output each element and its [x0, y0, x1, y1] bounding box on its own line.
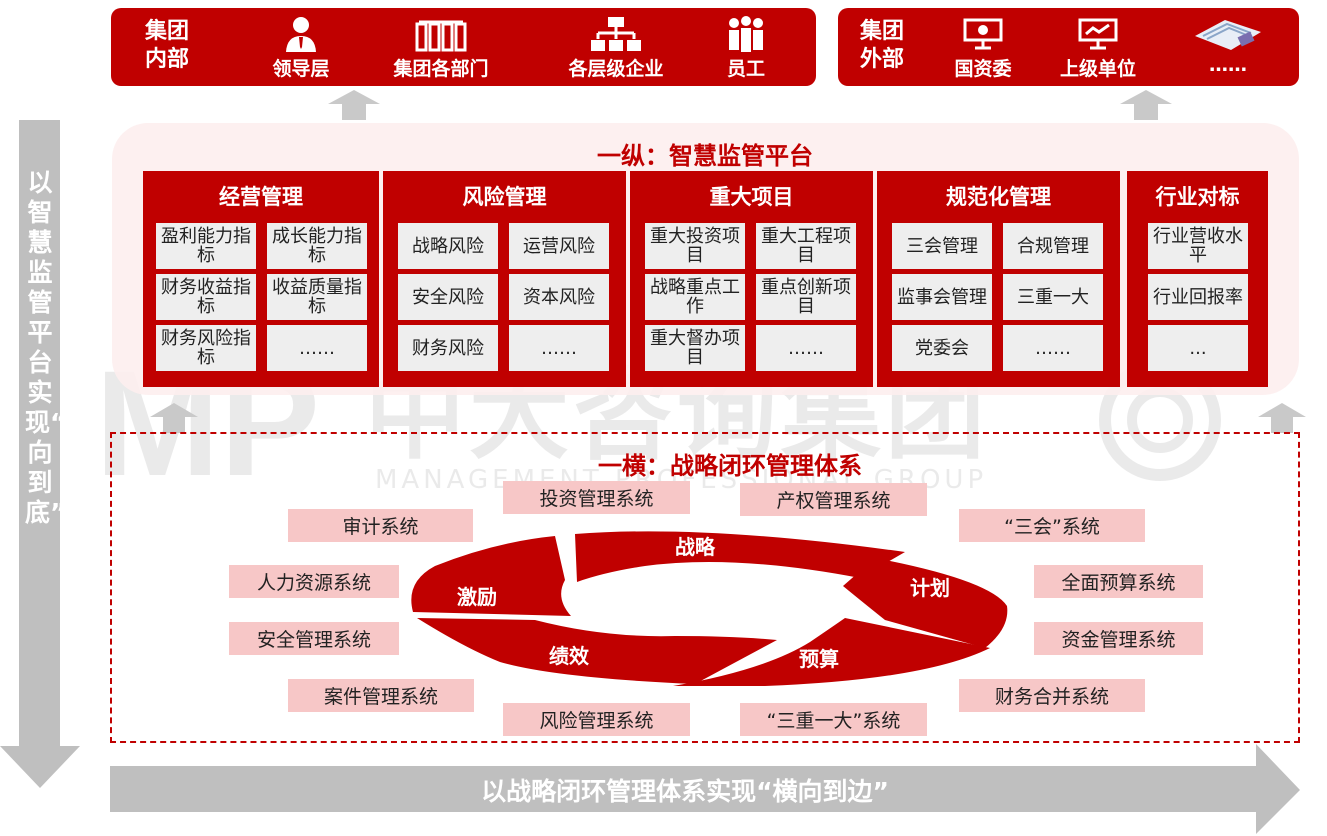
cycle-label-performance: 绩效	[549, 644, 589, 668]
metric-cell: 财务风险	[398, 325, 498, 371]
system-box-investment: 投资管理系统	[503, 481, 690, 514]
metric-cell: 行业回报率	[1148, 274, 1248, 320]
cycle-label-incentive: 激励	[457, 585, 497, 609]
stakeholder-superior-unit: 上级单位	[1043, 14, 1153, 81]
metric-cell: 安全风险	[398, 274, 498, 320]
cycle-segment-plan	[843, 558, 1008, 648]
metric-cell: 财务风险指标	[156, 325, 256, 371]
system-box-consolidation: 财务合并系统	[959, 679, 1145, 712]
metric-cell: 财务收益指标	[156, 274, 256, 320]
horizontal-system-title: 一横：战略闭环管理体系	[598, 452, 862, 480]
metric-cell: 合规管理	[1003, 223, 1103, 269]
system-box-three-meetings: “三会”系统	[959, 509, 1145, 542]
column-risk: 风险管理 战略风险 运营风险 安全风险 资本风险 财务风险 ……	[383, 171, 626, 387]
metric-cell: 战略风险	[398, 223, 498, 269]
cycle-segment-budget	[673, 618, 990, 686]
left-arrow-text: 以智慧监管平台实现“纵向到底”	[25, 168, 92, 527]
up-arrow-icon	[1258, 403, 1306, 433]
metric-cell: 资本风险	[509, 274, 609, 320]
system-box-three-major-one-large: “三重一大”系统	[740, 703, 927, 736]
strategy-cycle-diagram: 战略 计划 预算 绩效 激励	[411, 531, 1008, 686]
metric-cell: 战略重点工作	[645, 274, 745, 320]
horizontal-system-box	[110, 432, 1300, 743]
documents-icon	[1195, 20, 1261, 50]
metric-cell: 三重一大	[1003, 274, 1103, 320]
platform-title: 一纵：智慧监管平台	[597, 142, 813, 170]
metric-cell: 运营风险	[509, 223, 609, 269]
metric-cell: 行业营收水平	[1148, 223, 1248, 269]
column-major-projects: 重大项目 重大投资项目 重大工程项目 战略重点工作 重点创新项目 重大督办项目 …	[630, 171, 873, 387]
metric-cell: 成长能力指标	[267, 223, 367, 269]
stakeholder-sasac: 国资委	[938, 14, 1028, 81]
internal-title: 集团 内部	[144, 19, 189, 72]
metric-cell: ……	[756, 325, 856, 371]
person-icon	[286, 17, 316, 52]
cycle-segment-performance	[417, 618, 777, 684]
cycle-label-budget: 预算	[799, 647, 839, 671]
external-stakeholders-bar: 集团 外部 国资委 上级单位 ……	[838, 8, 1299, 86]
up-arrow-icon	[328, 90, 380, 120]
metric-cell: 盈利能力指标	[156, 223, 256, 269]
internal-stakeholders-bar: 集团 内部 领导层 集团各部门 各层级企业 员工	[111, 8, 816, 86]
presentation-board-icon	[1078, 18, 1118, 50]
metric-cell: ……	[1003, 325, 1103, 371]
metric-cell: 党委会	[892, 325, 992, 371]
metric-cell: ...	[1148, 325, 1248, 371]
cycle-label-plan: 计划	[910, 576, 950, 600]
up-arrow-icon	[1120, 90, 1172, 120]
metric-cell: 三会管理	[892, 223, 992, 269]
system-box-case: 案件管理系统	[288, 679, 474, 712]
left-down-arrow-icon	[0, 120, 80, 788]
metric-cell: ……	[509, 325, 609, 371]
stakeholder-enterprises: 各层级企业	[551, 14, 681, 81]
column-benchmarking: 行业对标 行业营收水平 行业回报率 ...	[1127, 171, 1268, 387]
stakeholder-employees: 员工	[706, 14, 786, 81]
metric-cell: 收益质量指标	[267, 274, 367, 320]
system-box-budget: 全面预算系统	[1034, 565, 1203, 598]
stakeholder-more: ……	[1178, 14, 1278, 76]
presentation-board-icon	[963, 18, 1003, 50]
column-standardized-mgmt: 规范化管理 三会管理 合规管理 监事会管理 三重一大 党委会 ……	[877, 171, 1120, 387]
system-box-treasury: 资金管理系统	[1034, 622, 1203, 655]
stakeholder-leadership: 领导层	[251, 14, 351, 81]
up-arrow-icon	[150, 403, 198, 433]
system-box-risk: 风险管理系统	[503, 703, 690, 736]
departments-icon	[415, 20, 467, 52]
system-box-property-rights: 产权管理系统	[740, 483, 927, 516]
metric-cell: ……	[267, 325, 367, 371]
employees-icon	[729, 16, 763, 52]
cycle-segment-incentive	[411, 536, 571, 616]
metric-cell: 重大投资项目	[645, 223, 745, 269]
system-box-hr: 人力资源系统	[229, 565, 399, 598]
external-title: 集团 外部	[859, 19, 904, 72]
metric-cell: 重点创新项目	[756, 274, 856, 320]
system-box-safety: 安全管理系统	[229, 622, 399, 655]
metric-cell: 重大工程项目	[756, 223, 856, 269]
bottom-right-arrow-icon	[110, 744, 1300, 834]
system-box-audit: 审计系统	[288, 509, 473, 542]
org-chart-icon	[591, 17, 641, 51]
bottom-arrow-text: 以战略闭环管理体系实现“横向到边”	[481, 777, 889, 806]
cycle-label-strategy: 战略	[675, 535, 716, 559]
cycle-segment-strategy	[575, 531, 905, 582]
column-operations: 经营管理 盈利能力指标 成长能力指标 财务收益指标 收益质量指标 财务风险指标 …	[143, 171, 379, 387]
stakeholder-departments: 集团各部门	[381, 14, 501, 81]
metric-cell: 监事会管理	[892, 274, 992, 320]
metric-cell: 重大督办项目	[645, 325, 745, 371]
